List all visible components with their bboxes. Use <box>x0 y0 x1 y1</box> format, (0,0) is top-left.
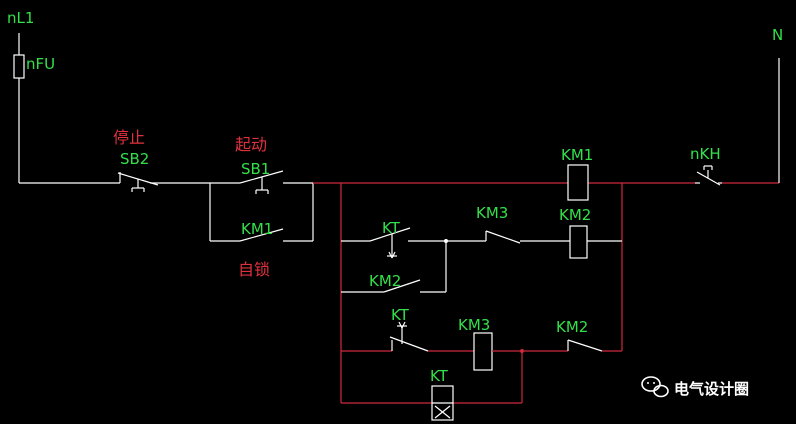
km3-coil-label: KM3 <box>458 316 490 334</box>
km3-coil <box>473 332 493 371</box>
km1-hold-label: KM1 <box>241 220 273 238</box>
kt-contact1-label: KT <box>382 219 401 237</box>
self-lock-label: 自锁 <box>238 260 270 279</box>
sb2-label: SB2 <box>120 150 149 168</box>
start-text-label: 起动 <box>235 135 267 154</box>
fuse-label: nFU <box>26 55 55 73</box>
km2-contact2-label: KM2 <box>556 318 588 336</box>
self-lock-branch <box>209 183 314 242</box>
fuse-symbol <box>13 54 25 79</box>
kt-coil <box>431 385 454 421</box>
phase-label: nL1 <box>7 9 34 27</box>
kt-contact2-label: KT <box>391 306 410 324</box>
stop-button-sb2 <box>117 172 210 192</box>
watermark-text: 电气设计圈 <box>674 380 749 398</box>
km3-rung <box>341 321 622 403</box>
km1-coil-label: KM1 <box>561 146 593 164</box>
kt-coil-label: KT <box>430 367 449 385</box>
start-branch <box>210 170 313 194</box>
km2-coil <box>569 225 588 259</box>
km3-contact1-label: KM3 <box>476 204 508 222</box>
km1-coil <box>567 164 589 201</box>
stop-text-label: 停止 <box>113 128 145 147</box>
neutral-label: N <box>772 26 783 44</box>
supply-wire-left <box>18 33 120 184</box>
nkh-contact <box>695 165 722 186</box>
wechat-icon <box>641 376 669 398</box>
km2-coil-label: KM2 <box>559 206 591 224</box>
sb1-label: SB1 <box>241 160 270 178</box>
km2-rung <box>341 225 622 292</box>
nkh-label: nKH <box>690 145 721 163</box>
km2-hold-contact <box>341 279 446 293</box>
watermark: 电气设计圈 <box>641 376 749 398</box>
km2-contact1-label: KM2 <box>369 272 401 290</box>
left-red-bus <box>340 183 522 404</box>
